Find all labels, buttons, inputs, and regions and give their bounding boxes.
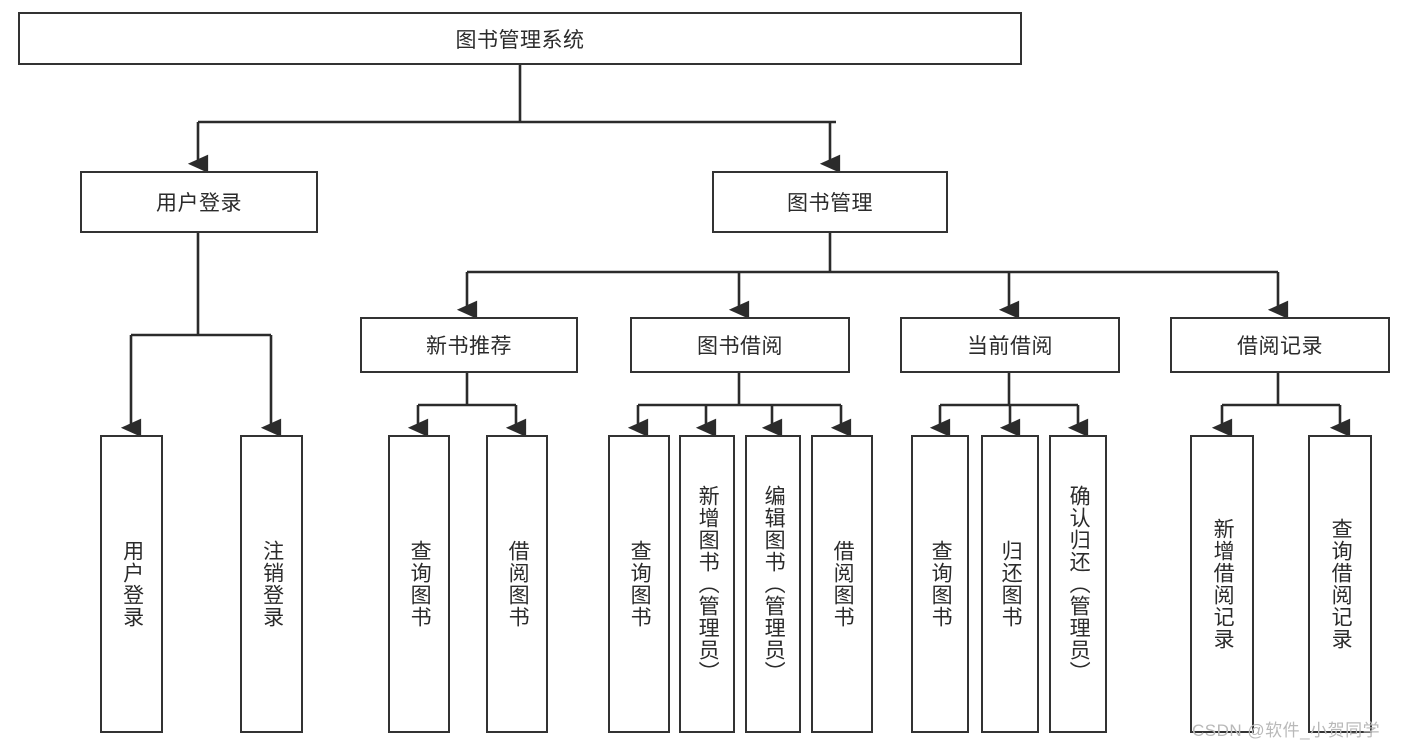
leaf-user-login[interactable]: 用户登录 [100,435,163,733]
leaf-query-books-recommend[interactable]: 查询图书 [388,435,450,733]
node-label: 查询图书 [628,540,652,628]
leaf-borrow-books-recommend[interactable]: 借阅图书 [486,435,548,733]
node-label: 图书借阅 [697,335,783,358]
node-label: 用户登录 [120,540,144,628]
leaf-confirm-return-admin[interactable]: 确认归还（管理员） [1049,435,1107,733]
node-book-management[interactable]: 图书管理 [712,171,948,233]
node-label: 图书管理系统 [455,28,585,52]
node-label: 注销登录 [260,540,284,628]
node-label: 借阅图书 [831,540,855,628]
leaf-add-book-admin[interactable]: 新增图书（管理员） [679,435,735,733]
node-root-book-management-system[interactable]: 图书管理系统 [18,12,1022,65]
leaf-query-books-current[interactable]: 查询图书 [911,435,969,733]
node-label: 新增借阅记录 [1211,518,1235,650]
node-label: 用户登录 [156,192,242,215]
leaf-query-books-borrowing[interactable]: 查询图书 [608,435,670,733]
node-label: 新书推荐 [426,335,512,358]
node-label: 查询借阅记录 [1329,518,1353,650]
leaf-logout[interactable]: 注销登录 [240,435,303,733]
node-label: 归还图书 [999,540,1023,628]
leaf-edit-book-admin[interactable]: 编辑图书（管理员） [745,435,801,733]
node-label: 新增图书（管理员） [696,485,720,683]
node-label: 借阅记录 [1237,335,1323,358]
node-book-borrowing[interactable]: 图书借阅 [630,317,850,373]
leaf-return-books[interactable]: 归还图书 [981,435,1039,733]
node-label: 编辑图书（管理员） [762,485,786,683]
node-current-borrowing[interactable]: 当前借阅 [900,317,1120,373]
node-borrow-records[interactable]: 借阅记录 [1170,317,1390,373]
node-label: 当前借阅 [967,335,1053,358]
node-new-book-recommendation[interactable]: 新书推荐 [360,317,578,373]
node-label: 查询图书 [408,540,432,628]
leaf-query-borrow-record[interactable]: 查询借阅记录 [1308,435,1372,733]
csdn-watermark: CSDN @软件_小贺同学 [1192,721,1381,740]
leaf-borrow-books-borrowing[interactable]: 借阅图书 [811,435,873,733]
node-label: 图书管理 [787,192,873,215]
node-label: 借阅图书 [506,540,530,628]
node-user-login[interactable]: 用户登录 [80,171,318,233]
node-label: 查询图书 [929,540,953,628]
node-label: 确认归还（管理员） [1067,485,1091,683]
leaf-add-borrow-record[interactable]: 新增借阅记录 [1190,435,1254,733]
